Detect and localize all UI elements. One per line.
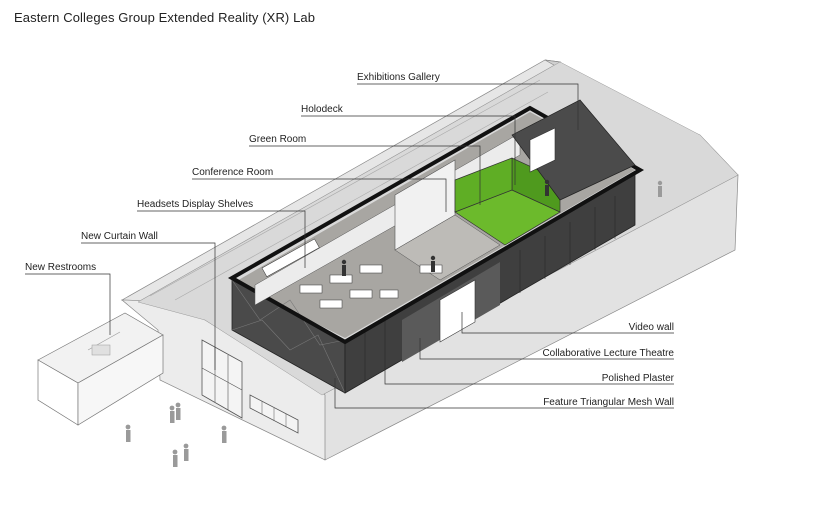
label-green-room: Green Room [249,134,306,145]
labels: Exhibitions Gallery Holodeck Green Room … [25,72,675,408]
restrooms-block [37,312,164,426]
label-new-curtain-wall: New Curtain Wall [81,231,158,242]
label-holodeck: Holodeck [301,104,344,115]
leader-lines [25,83,674,409]
label-collaborative-lecture-theatre: Collaborative Lecture Theatre [542,348,674,359]
label-polished-plaster: Polished Plaster [602,373,675,384]
label-conference-room: Conference Room [192,167,273,178]
label-exhibitions-gallery: Exhibitions Gallery [357,72,440,83]
diagram-title: Eastern Colleges Group Extended Reality … [14,10,316,25]
label-video-wall: Video wall [629,322,674,333]
xr-lab-enclosure [227,99,645,394]
people-figures [125,179,663,467]
label-feature-triangular-mesh-wall: Feature Triangular Mesh Wall [543,397,674,408]
label-new-restrooms: New Restrooms [25,262,96,273]
label-headsets-display-shelves: Headsets Display Shelves [137,199,253,210]
